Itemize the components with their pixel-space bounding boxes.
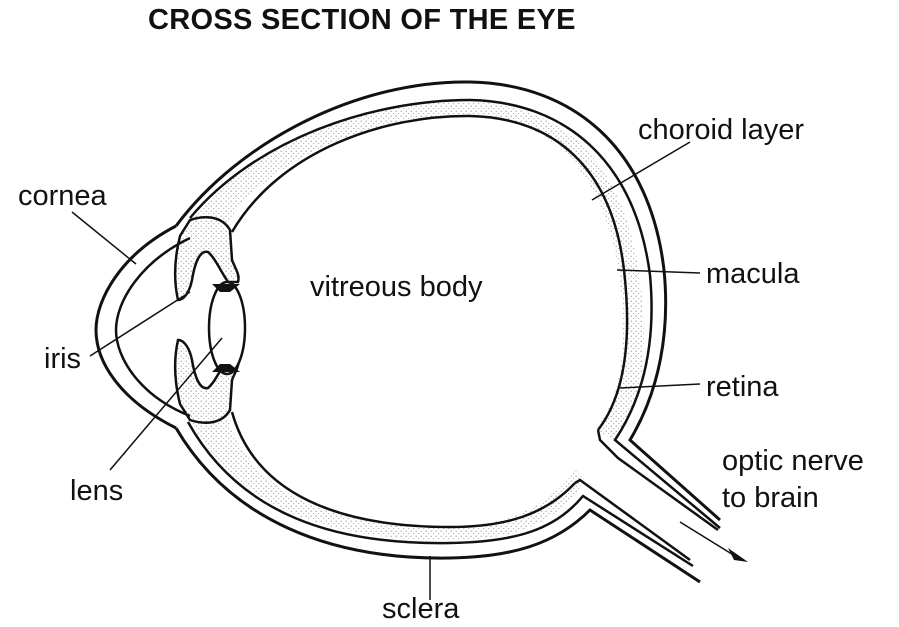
label-iris: iris <box>44 343 81 375</box>
optic-nerve-upper-edge <box>598 430 718 530</box>
label-macula: macula <box>706 258 800 290</box>
choroid-band-lower <box>190 410 585 540</box>
label-lens: lens <box>70 475 123 507</box>
to-brain-arrow-shaft <box>680 522 735 556</box>
retina-lower <box>232 412 575 527</box>
label-optic-nerve-line1: optic nerve <box>722 445 864 477</box>
leader-iris <box>90 292 190 356</box>
label-optic-nerve-line2: to brain <box>722 482 819 514</box>
lens-shape <box>209 282 245 374</box>
leader-choroid <box>592 142 690 200</box>
to-brain-arrowhead <box>728 548 748 562</box>
label-sclera: sclera <box>382 593 460 625</box>
label-vitreous-body: vitreous body <box>310 271 483 303</box>
label-choroid-layer: choroid layer <box>638 114 804 146</box>
sclera-outer-lower <box>176 428 700 582</box>
label-cornea: cornea <box>18 180 108 212</box>
label-retina: retina <box>706 371 779 403</box>
optic-nerve-lower-edge <box>575 480 690 560</box>
leader-cornea <box>72 212 136 264</box>
